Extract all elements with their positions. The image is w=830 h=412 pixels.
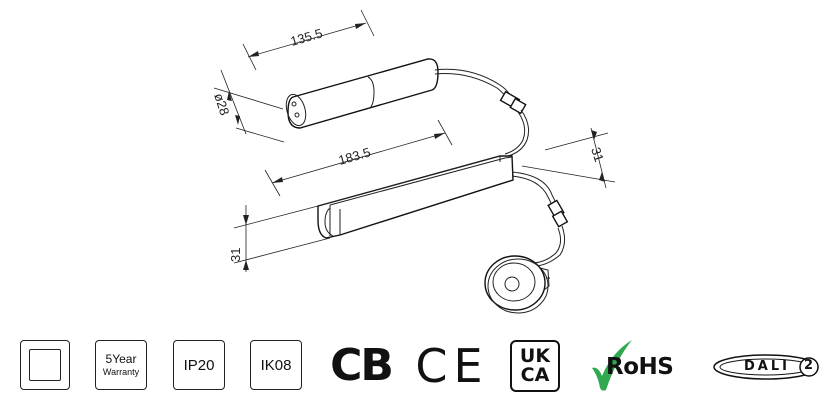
dim-135-5-label: 135.5 bbox=[289, 25, 324, 48]
dali-text: DALI bbox=[744, 359, 790, 374]
ip-rating-text: IP20 bbox=[183, 356, 215, 374]
rohs-mark: RoHS bbox=[590, 338, 690, 394]
driver-box bbox=[317, 155, 557, 239]
dali-version-text: 2 bbox=[804, 358, 814, 373]
battery-cylinder bbox=[285, 58, 511, 129]
ik-rating-badge: IK08 bbox=[250, 340, 302, 390]
ukca-bottom-text: CA bbox=[520, 364, 550, 386]
dimension-31-left: 31 bbox=[228, 205, 331, 272]
warranty-badge: 5Year Warranty bbox=[95, 340, 147, 390]
cb-mark-text: CB bbox=[330, 340, 394, 391]
cb-mark: CB bbox=[326, 342, 396, 390]
test-button-module bbox=[484, 255, 550, 314]
ukca-mark: UK CA bbox=[510, 340, 560, 392]
rohs-check-icon bbox=[592, 340, 632, 391]
dim-31-right-label: 31 bbox=[588, 145, 607, 163]
warranty-years: 5Year bbox=[105, 352, 137, 366]
ik-rating-text: IK08 bbox=[260, 356, 292, 374]
dimension-31-right: 31 bbox=[521, 127, 616, 189]
dim-31-left-label: 31 bbox=[228, 248, 243, 262]
dim-183-5-label: 183.5 bbox=[337, 144, 372, 167]
connector-lower bbox=[533, 199, 569, 267]
ip-rating-badge: IP20 bbox=[173, 340, 225, 390]
connector-upper bbox=[499, 90, 529, 157]
dimension-diameter-28: ø28 bbox=[211, 69, 285, 143]
dali-oval-icon bbox=[713, 354, 819, 380]
double-square-icon bbox=[20, 340, 70, 390]
ce-mark: CE bbox=[415, 339, 489, 393]
dim-diameter-label: ø28 bbox=[211, 91, 232, 117]
technical-drawing: 135.5 ø28 183.5 31 31 bbox=[211, 9, 616, 314]
ce-mark-text: CE bbox=[415, 339, 489, 393]
ukca-top-text: UK bbox=[519, 345, 551, 367]
rohs-text: RoHS bbox=[606, 354, 674, 380]
dimension-135-5: 135.5 bbox=[242, 9, 375, 71]
dali-mark: DALI 2 bbox=[712, 352, 820, 382]
certification-row: 5Year Warranty IP20 IK08 CB CE UK CA RoH… bbox=[0, 338, 830, 398]
warranty-label: Warranty bbox=[102, 367, 140, 377]
